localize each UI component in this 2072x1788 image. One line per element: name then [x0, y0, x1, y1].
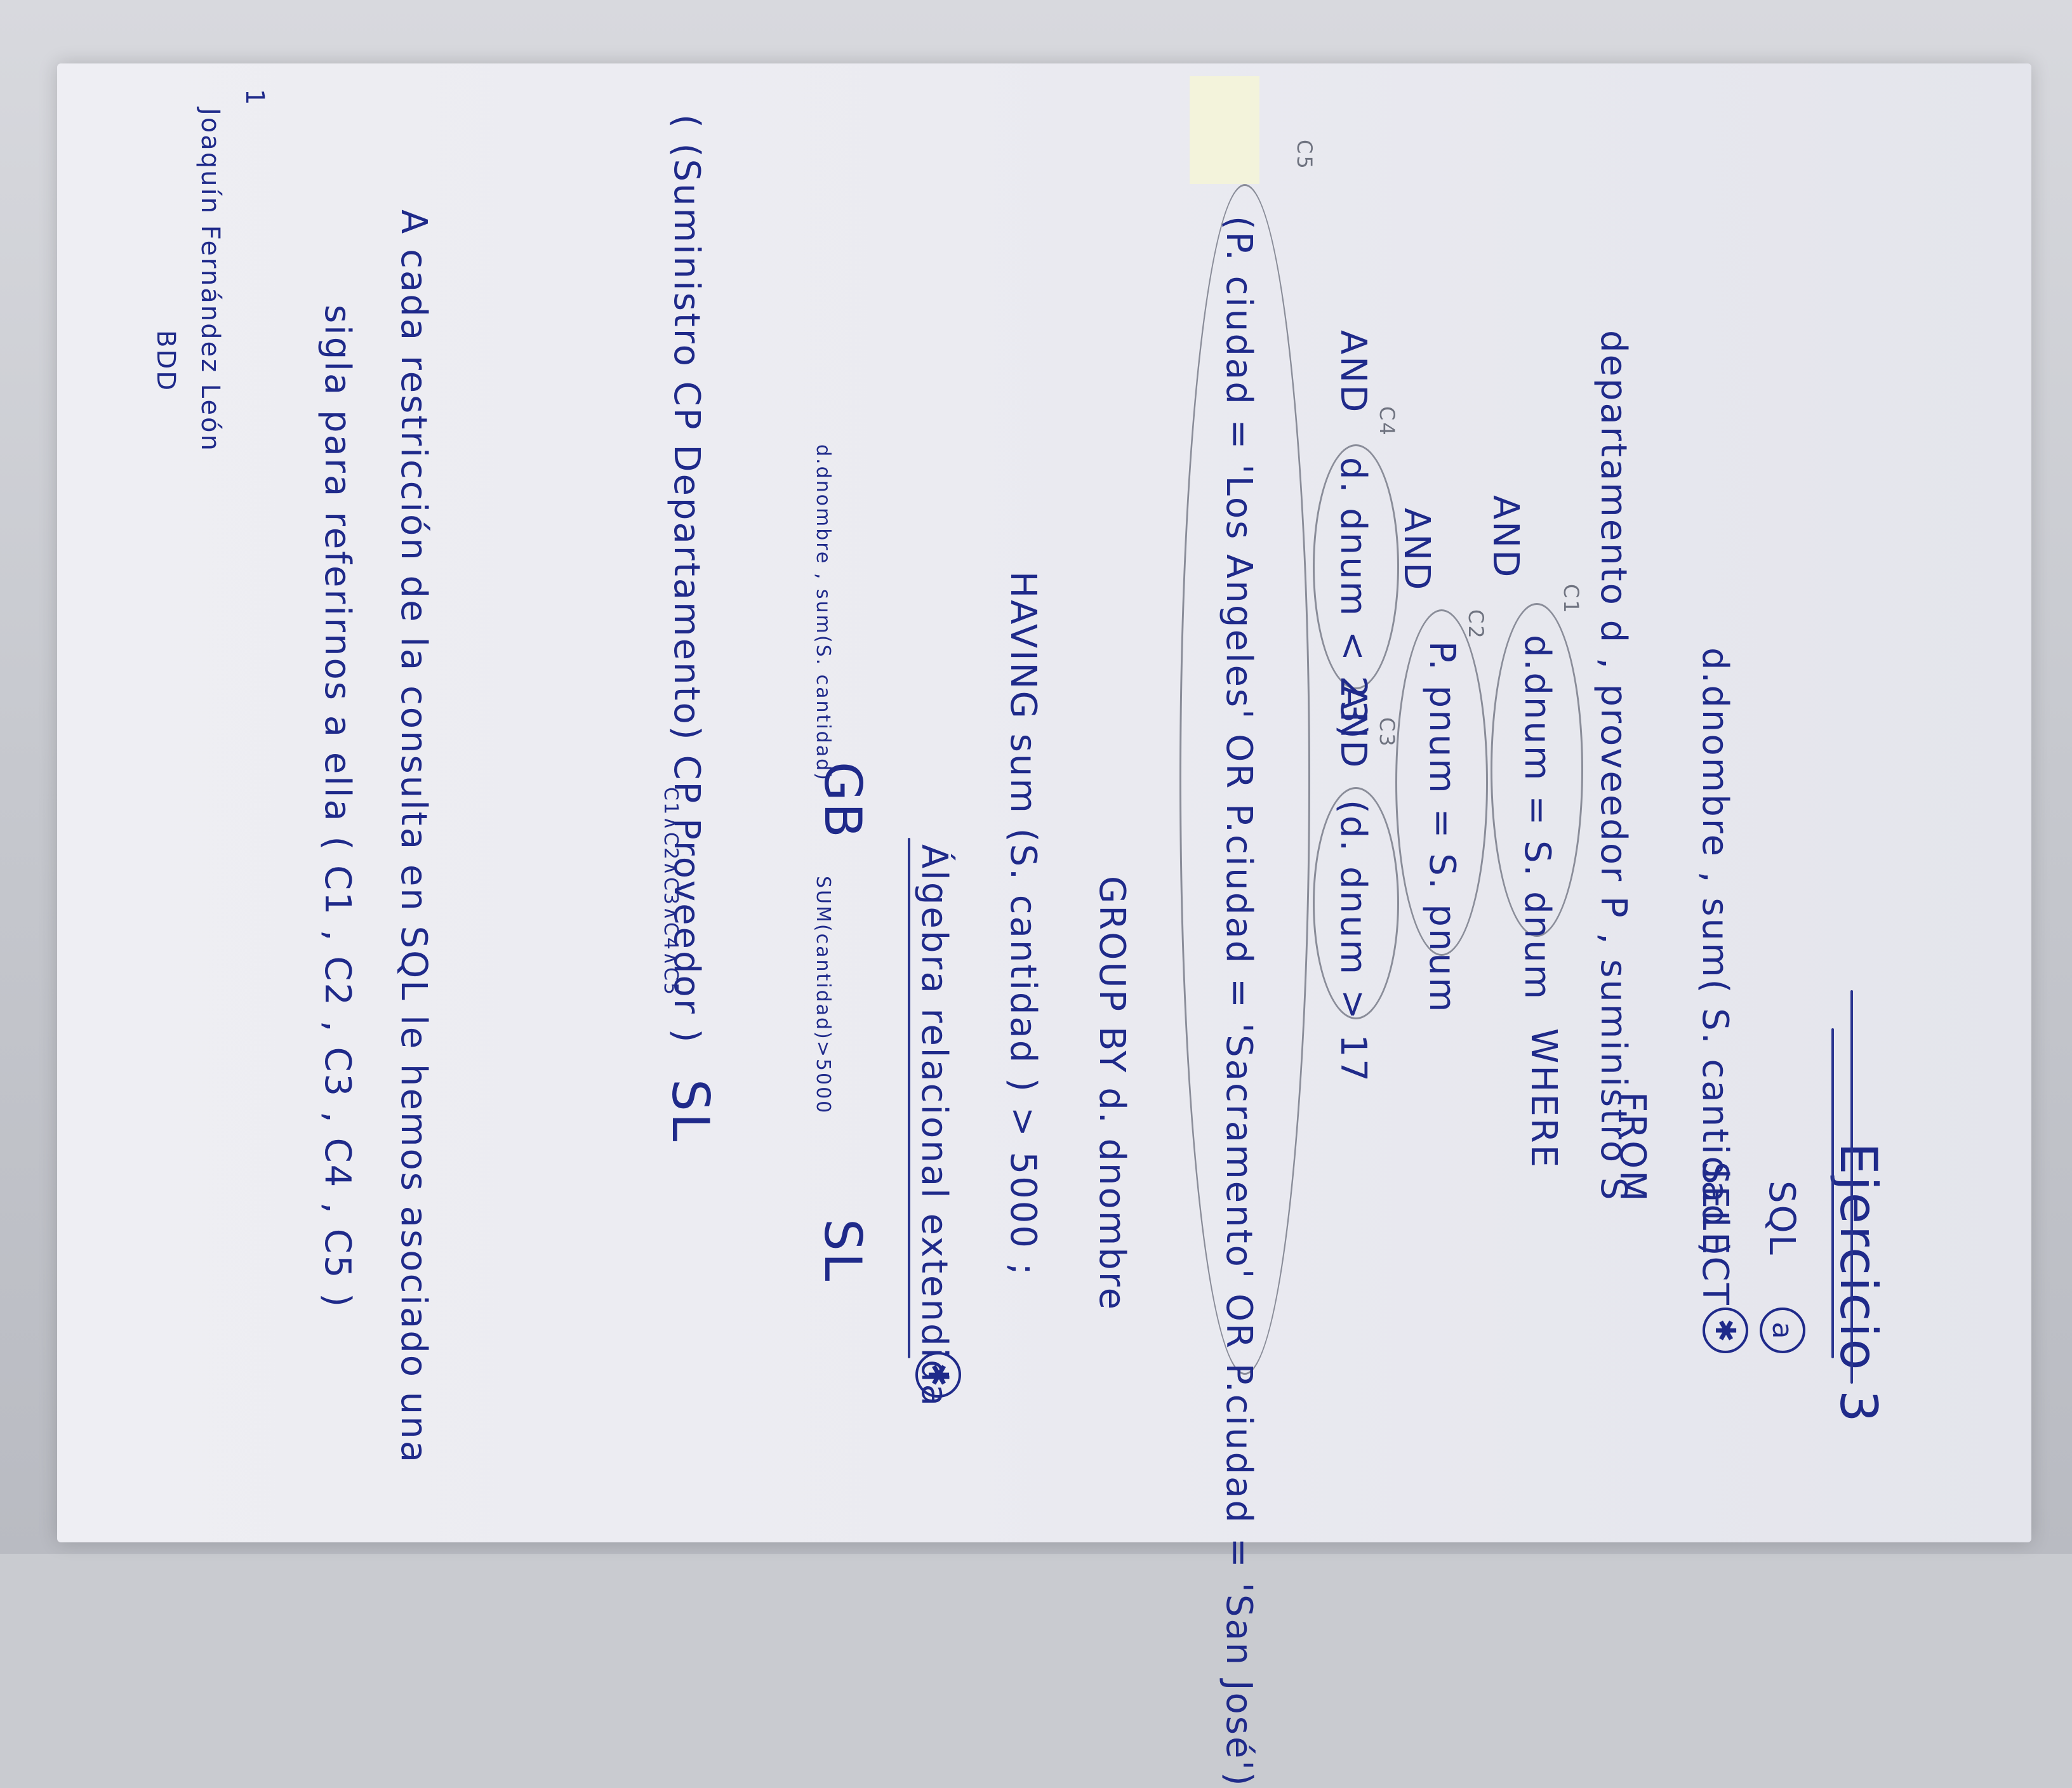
section-a-marker: a [1760, 1308, 1805, 1353]
selection-sub-1: SUM(cantidad)>5000 [812, 876, 834, 1115]
course-label: BDD [151, 330, 180, 393]
tape-strip [1190, 76, 1259, 184]
page-number: 1 [240, 89, 269, 107]
star-marker-sql: ✱ [1703, 1308, 1748, 1353]
cond1-tag: C1 [1559, 584, 1583, 615]
where-cond1: d.dnum = S. dnum [1517, 635, 1558, 1002]
title-underline-2 [1831, 1028, 1834, 1358]
cond2-tag: C2 [1464, 609, 1488, 640]
cond3-tag: C3 [1375, 717, 1399, 748]
groupby-sub: d.dnombre , sum(S. cantidad) [812, 444, 834, 782]
from-expression: departamento d , proveedor P , suministr… [1593, 330, 1634, 1202]
and-4: AND [1332, 330, 1374, 414]
selection-sl-2: SL [661, 1079, 720, 1144]
section-a-heading: SQL [1761, 1181, 1802, 1257]
where-cond3: (d. dnum > 17 [1332, 800, 1374, 1083]
title-underline [1850, 990, 1853, 1384]
author-name: Joaquín Fernández León [196, 108, 225, 453]
page-title: Ejercicio 3 [1829, 1142, 1888, 1424]
and-1: AND [1485, 495, 1526, 579]
select-expression: d.dnombre , sum( S. cantidad ) [1694, 647, 1736, 1258]
cond5-tag: C5 [1292, 140, 1317, 171]
where-cond5: (P. ciudad = 'Los Angeles' OR P.ciudad =… [1218, 216, 1259, 1788]
selection-sl-1: SL [813, 1219, 872, 1283]
group-by-clause: GROUP BY d. dnombre [1091, 876, 1132, 1312]
algebra-heading: Álgebra relacional extendida [913, 844, 955, 1408]
footnote-line-2: sigla para referirnos a ella ( C1 , C2 ,… [317, 305, 358, 1309]
where-cond2: P. pnum = S. pnum [1421, 641, 1463, 1014]
where-cond4: d. dnum < 23) [1332, 457, 1374, 741]
cond4-tag: C4 [1375, 406, 1399, 437]
where-keyword: WHERE [1523, 1028, 1564, 1170]
cartesian-product-expr: ( (Suministro CP Departamento) CP Provee… [666, 114, 707, 1045]
and-2: AND [1396, 508, 1437, 592]
handwritten-page: BDD Joaquín Fernández León 1 Ejercicio 3… [151, 76, 1888, 1788]
footnote-line-1: A cada restricción de la consulta en SQL… [393, 209, 434, 1465]
paper-sheet [57, 63, 2031, 1542]
algebra-heading-underline [908, 838, 910, 1358]
having-clause: HAVING sum (S. cantidad ) > 5000 ; [1002, 571, 1044, 1277]
